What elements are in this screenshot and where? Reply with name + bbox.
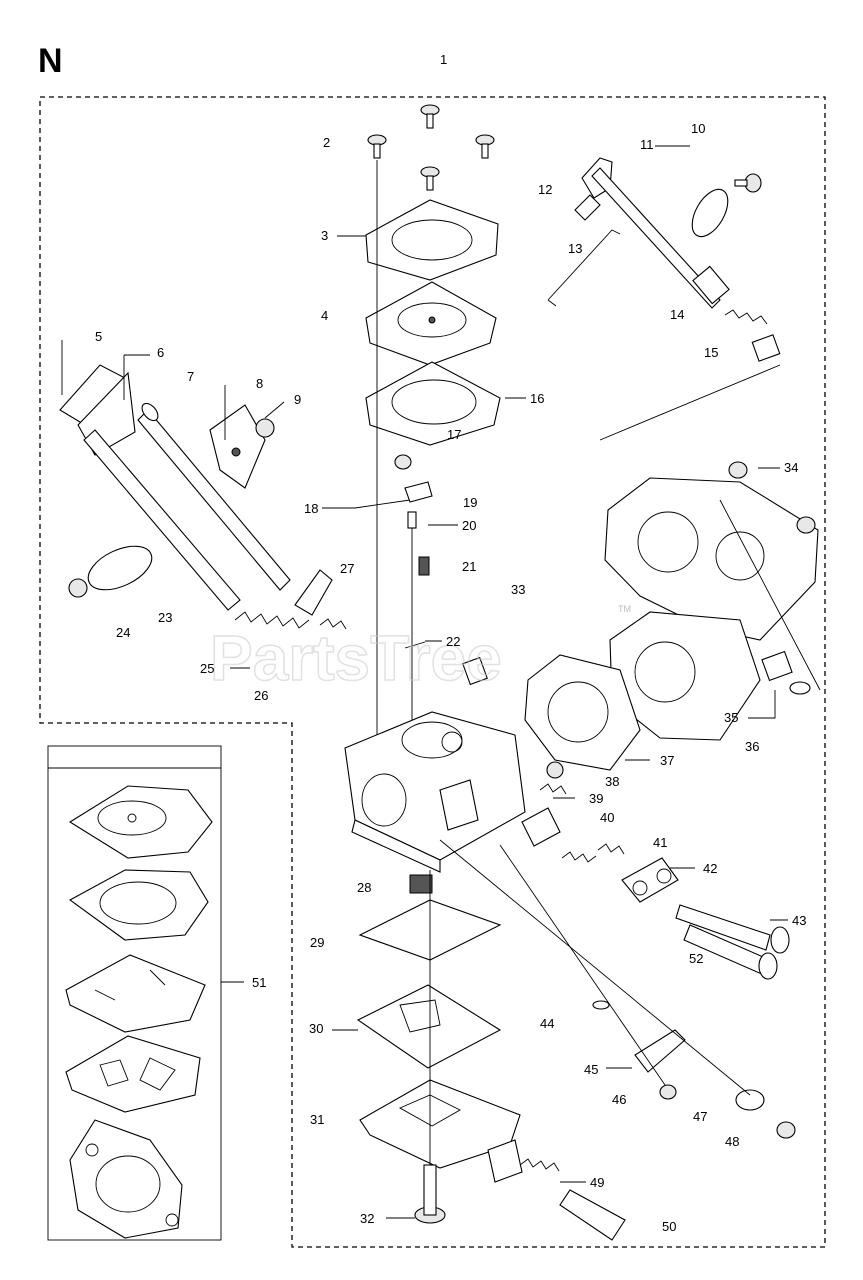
callout-27: 27 [340,561,354,576]
callout-46: 46 [612,1092,626,1107]
pump-stack [356,870,626,1241]
needle-and-lever-parts [354,454,488,740]
callout-52: 52 [689,951,703,966]
callout-42: 42 [703,861,717,876]
throttle-shaft-assembly [59,364,347,630]
choke-lever-assembly [547,157,781,441]
callout-40: 40 [600,810,614,825]
callout-22: 22 [446,634,460,649]
callout-11: 11 [640,137,654,152]
callout-50: 50 [662,1219,676,1234]
gasket-16 [365,361,501,446]
callout-26: 26 [254,688,268,703]
callout-29: 29 [310,935,324,950]
callout-32: 32 [360,1211,374,1226]
callout-12: 12 [538,182,552,197]
callout-10: 10 [691,121,705,136]
metering-cover-screws [367,104,495,191]
callout-16: 16 [530,391,544,406]
callout-51: 51 [252,975,266,990]
gasket-kit-box [47,745,244,1241]
callout-38: 38 [605,774,619,789]
callout-6: 6 [157,345,164,360]
callout-31: 31 [310,1112,324,1127]
callout-21: 21 [462,559,476,574]
callout-18: 18 [304,501,318,516]
callout-14: 14 [670,307,684,322]
callout-39: 39 [589,791,603,806]
diaphragm [365,281,497,366]
callout-23: 23 [158,610,172,625]
flange-and-gaskets [524,461,821,771]
callout-30: 30 [309,1021,323,1036]
callout-4: 4 [321,308,328,323]
cover-plate [365,199,499,281]
callout-41: 41 [653,835,667,850]
callout-17: 17 [447,427,461,442]
callout-34: 34 [784,460,798,475]
callout-49: 49 [590,1175,604,1190]
callout-33: 33 [511,582,525,597]
leader-lines [61,145,788,1219]
callout-3: 3 [321,228,328,243]
callout-5: 5 [95,329,102,344]
callout-28: 28 [357,880,371,895]
callout-48: 48 [725,1134,739,1149]
callout-1: 1 [440,52,447,67]
callout-20: 20 [462,518,476,533]
callout-19: 19 [463,495,477,510]
callout-47: 47 [693,1109,707,1124]
callout-15: 15 [704,345,718,360]
callout-35: 35 [724,710,738,725]
callout-25: 25 [200,661,214,676]
callout-24: 24 [116,625,130,640]
callout-37: 37 [660,753,674,768]
section-letter: N [38,42,63,80]
callout-7: 7 [187,369,194,384]
callout-36: 36 [745,739,759,754]
watermark: PartsTree [210,622,502,694]
callout-9: 9 [294,392,301,407]
assembly-boundary [39,96,826,1248]
callout-8: 8 [256,376,263,391]
callout-13: 13 [568,241,582,256]
callout-2: 2 [323,135,330,150]
callout-45: 45 [584,1062,598,1077]
adjustment-needles [521,761,790,980]
lower-right-parts [439,839,796,1139]
callout-44: 44 [540,1016,554,1031]
carburetor-body [344,711,526,873]
watermark-tm: TM [618,604,631,614]
callout-43: 43 [792,913,806,928]
